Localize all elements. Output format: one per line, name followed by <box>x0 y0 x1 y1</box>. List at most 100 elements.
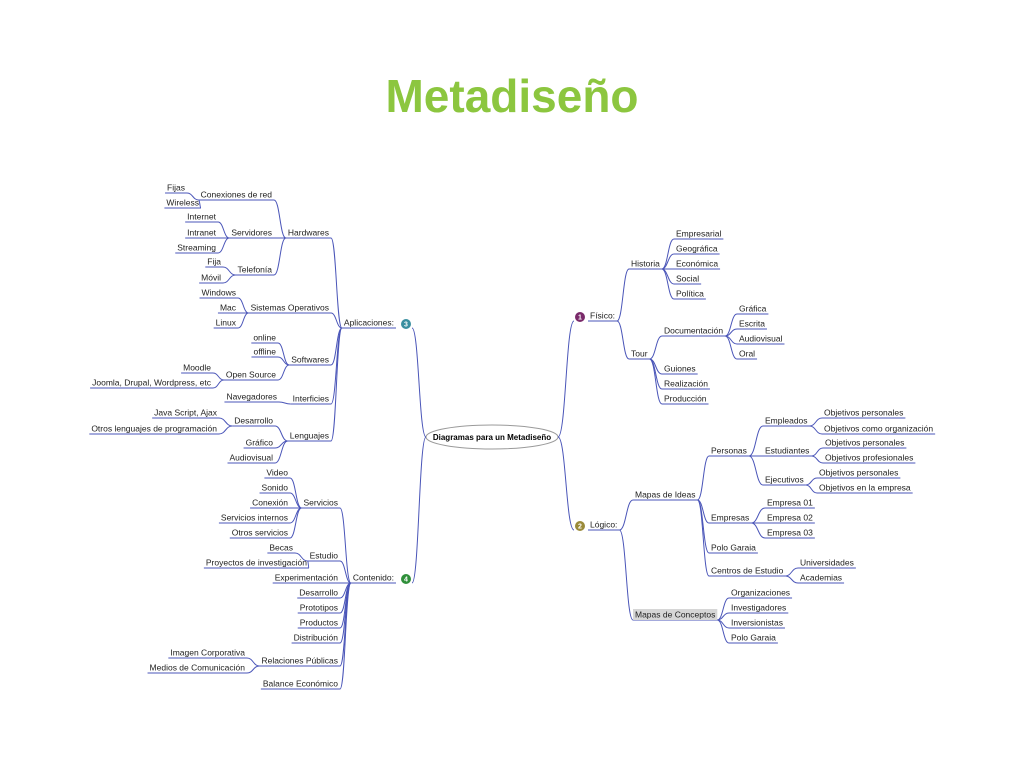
node-contenido-servicios-items-4[interactable]: Otros servicios <box>232 528 288 538</box>
node-fisico-tour-documentacion-items-0[interactable]: Gráfica <box>739 304 767 314</box>
node-aplicaciones-softwares-items-1[interactable]: offline <box>253 347 276 357</box>
logico-badge-shape <box>575 521 585 531</box>
node-contenido-servicios-items-2[interactable]: Conexión <box>252 498 288 508</box>
node-contenido-servicios-items-3[interactable]: Servicios internos <box>221 513 288 523</box>
node-logico-mapas-ideas-personas-label[interactable]: Personas <box>711 446 747 456</box>
node-aplicaciones-interficies-label[interactable]: Interficies <box>293 394 329 404</box>
node-logico-mapas-ideas-personas-estudiantes-items-1[interactable]: Objetivos profesionales <box>825 453 913 463</box>
node-aplicaciones-sistemas-label[interactable]: Sistemas Operativos <box>251 303 329 313</box>
node-contenido-items-2[interactable]: Prototipos <box>300 603 338 613</box>
node-aplicaciones-lenguajes-items-1[interactable]: Audiovisual <box>230 453 274 463</box>
node-logico-mapas-conceptos-items-3[interactable]: Polo Garaia <box>731 633 776 643</box>
node-aplicaciones-lenguajes-desarrollo-items-0[interactable]: Java Script, Ajax <box>154 408 218 418</box>
node-fisico-tour-label[interactable]: Tour <box>631 349 648 359</box>
node-aplicaciones-hardwares-servidores-items-0[interactable]: Internet <box>187 212 216 222</box>
node-contenido-servicios-items-0[interactable]: Video <box>266 468 288 478</box>
aplicaciones-badge: 3 <box>404 322 408 329</box>
node-fisico-historia-items-1[interactable]: Geográfica <box>676 244 718 254</box>
node-contenido-items-4[interactable]: Distribución <box>294 633 339 643</box>
node-contenido-balance[interactable]: Balance Económico <box>263 679 338 689</box>
node-contenido-servicios-label[interactable]: Servicios <box>304 498 338 508</box>
node-logico-mapas-ideas-personas-empleados-items-0[interactable]: Objetivos personales <box>824 408 903 418</box>
node-fisico-tour-items-0[interactable]: Guiones <box>664 364 696 374</box>
node-contenido-relaciones-label[interactable]: Relaciones Públicas <box>261 656 338 666</box>
node-fisico-label[interactable]: Físico: <box>590 311 615 321</box>
node-aplicaciones-hardwares-servidores-label[interactable]: Servidores <box>231 228 272 238</box>
fisico-badge-shape <box>575 312 585 322</box>
node-aplicaciones-label[interactable]: Aplicaciones: <box>344 318 394 328</box>
node-aplicaciones-hardwares-conexiones-label[interactable]: Conexiones de red <box>201 190 273 200</box>
node-logico-mapas-ideas-label[interactable]: Mapas de Ideas <box>635 490 695 500</box>
node-aplicaciones-sistemas-items-0[interactable]: Windows <box>202 288 236 298</box>
node-aplicaciones-sistemas-items-1[interactable]: Mac <box>220 303 237 313</box>
node-fisico-tour-items-1[interactable]: Realización <box>664 379 708 389</box>
node-logico-mapas-ideas-personas-empleados-label[interactable]: Empleados <box>765 416 808 426</box>
node-contenido-servicios-items-1[interactable]: Sonido <box>262 483 289 493</box>
node-fisico-historia-items-4[interactable]: Política <box>676 289 704 299</box>
node-fisico-historia-items-0[interactable]: Empresarial <box>676 229 721 239</box>
node-aplicaciones-hardwares-conexiones-items-1[interactable]: Wireless <box>166 198 199 208</box>
node-logico-mapas-ideas-polo[interactable]: Polo Garaia <box>711 543 756 553</box>
node-logico-mapas-ideas-personas-estudiantes-label[interactable]: Estudiantes <box>765 446 809 456</box>
node-contenido-relaciones-items-1[interactable]: Medios de Comunicación <box>150 663 246 673</box>
node-fisico-tour-documentacion-items-1[interactable]: Escrita <box>739 319 765 329</box>
node-logico-mapas-ideas-centros-items-1[interactable]: Academias <box>800 573 842 583</box>
node-aplicaciones-interficies-items-0[interactable]: Navegadores <box>226 392 277 402</box>
logico-badge: 2 <box>578 524 582 531</box>
node-logico-label[interactable]: Lógico: <box>590 520 617 530</box>
node-logico-mapas-conceptos-items-1[interactable]: Investigadores <box>731 603 786 613</box>
node-contenido-relaciones-items-0[interactable]: Imagen Corporativa <box>170 648 245 658</box>
slide-title: Metadiseño <box>385 70 639 122</box>
node-contenido-label[interactable]: Contenido: <box>353 573 394 583</box>
node-aplicaciones-hardwares-telefonia-items-0[interactable]: Fija <box>207 257 221 267</box>
node-fisico-tour-items-2[interactable]: Producción <box>664 394 707 404</box>
node-aplicaciones-hardwares-label[interactable]: Hardwares <box>288 228 329 238</box>
node-aplicaciones-hardwares-conexiones-items-0[interactable]: Fijas <box>167 183 185 193</box>
node-contenido-items-3[interactable]: Productos <box>300 618 338 628</box>
node-contenido-estudio-label[interactable]: Estudio <box>310 551 339 561</box>
node-logico-mapas-conceptos-items-0[interactable]: Organizaciones <box>731 588 790 598</box>
node-logico-mapas-conceptos-label[interactable]: Mapas de Conceptos <box>635 610 715 620</box>
node-aplicaciones-hardwares-telefonia-items-1[interactable]: Móvil <box>201 273 221 283</box>
node-logico-mapas-ideas-empresas-label[interactable]: Empresas <box>711 513 749 523</box>
node-aplicaciones-lenguajes-label[interactable]: Lenguajes <box>290 431 329 441</box>
node-fisico-tour-documentacion-items-3[interactable]: Oral <box>739 349 755 359</box>
node-logico-mapas-ideas-centros-label[interactable]: Centros de Estudio <box>711 566 784 576</box>
node-logico-mapas-ideas-personas-empleados-items-1[interactable]: Objetivos como organización <box>824 424 933 434</box>
node-fisico-tour-documentacion-label[interactable]: Documentación <box>664 326 723 336</box>
node-aplicaciones-softwares-open-source-label[interactable]: Open Source <box>226 370 276 380</box>
node-aplicaciones-softwares-open-source-items-1[interactable]: Joomla, Drupal, Wordpress, etc <box>92 378 212 388</box>
node-logico-mapas-conceptos-items-2[interactable]: Inversionistas <box>731 618 783 628</box>
node-fisico-historia-items-3[interactable]: Social <box>676 274 699 284</box>
node-logico-mapas-ideas-centros-items-0[interactable]: Universidades <box>800 558 854 568</box>
node-contenido-estudio-items-0[interactable]: Becas <box>269 543 293 553</box>
node-aplicaciones-hardwares-servidores-items-1[interactable]: Intranet <box>187 228 216 238</box>
node-logico-mapas-ideas-personas-ejecutivos-label[interactable]: Ejecutivos <box>765 475 804 485</box>
node-aplicaciones-lenguajes-desarrollo-items-1[interactable]: Otros lenguajes de programación <box>91 424 217 434</box>
node-fisico-historia-items-2[interactable]: Económica <box>676 259 718 269</box>
node-aplicaciones-sistemas-items-2[interactable]: Linux <box>216 318 237 328</box>
node-logico-mapas-ideas-personas-ejecutivos-items-1[interactable]: Objetivos en la empresa <box>819 483 911 493</box>
contenido-badge-shape <box>401 574 411 584</box>
node-aplicaciones-softwares-open-source-items-0[interactable]: Moodle <box>183 363 211 373</box>
node-contenido-items-0[interactable]: Experimentación <box>275 573 339 583</box>
node-aplicaciones-lenguajes-desarrollo-label[interactable]: Desarrollo <box>234 416 273 426</box>
node-aplicaciones-hardwares-telefonia-label[interactable]: Telefonía <box>238 265 273 275</box>
node-fisico-tour-documentacion-items-2[interactable]: Audiovisual <box>739 334 783 344</box>
node-aplicaciones-softwares-items-0[interactable]: online <box>253 333 276 343</box>
node-aplicaciones-hardwares-servidores-items-2[interactable]: Streaming <box>177 243 216 253</box>
node-logico-mapas-ideas-personas-estudiantes-items-0[interactable]: Objetivos personales <box>825 438 904 448</box>
node-fisico-historia-label[interactable]: Historia <box>631 259 660 269</box>
mapas-conceptos-highlight <box>633 609 718 620</box>
contenido-badge: 4 <box>404 577 408 584</box>
node-logico-mapas-ideas-empresas-items-0[interactable]: Empresa 01 <box>767 498 813 508</box>
node-contenido-items-1[interactable]: Desarrollo <box>299 588 338 598</box>
root-node[interactable]: Diagramas para un Metadiseño <box>433 433 551 442</box>
node-aplicaciones-softwares-label[interactable]: Softwares <box>291 355 329 365</box>
fisico-badge: 1 <box>578 315 582 322</box>
node-logico-mapas-ideas-empresas-items-2[interactable]: Empresa 03 <box>767 528 813 538</box>
node-logico-mapas-ideas-empresas-items-1[interactable]: Empresa 02 <box>767 513 813 523</box>
node-logico-mapas-ideas-personas-ejecutivos-items-0[interactable]: Objetivos personales <box>819 468 898 478</box>
node-aplicaciones-lenguajes-items-0[interactable]: Gráfico <box>246 438 274 448</box>
node-contenido-estudio-items-1[interactable]: Proyectos de investigación <box>206 558 307 568</box>
